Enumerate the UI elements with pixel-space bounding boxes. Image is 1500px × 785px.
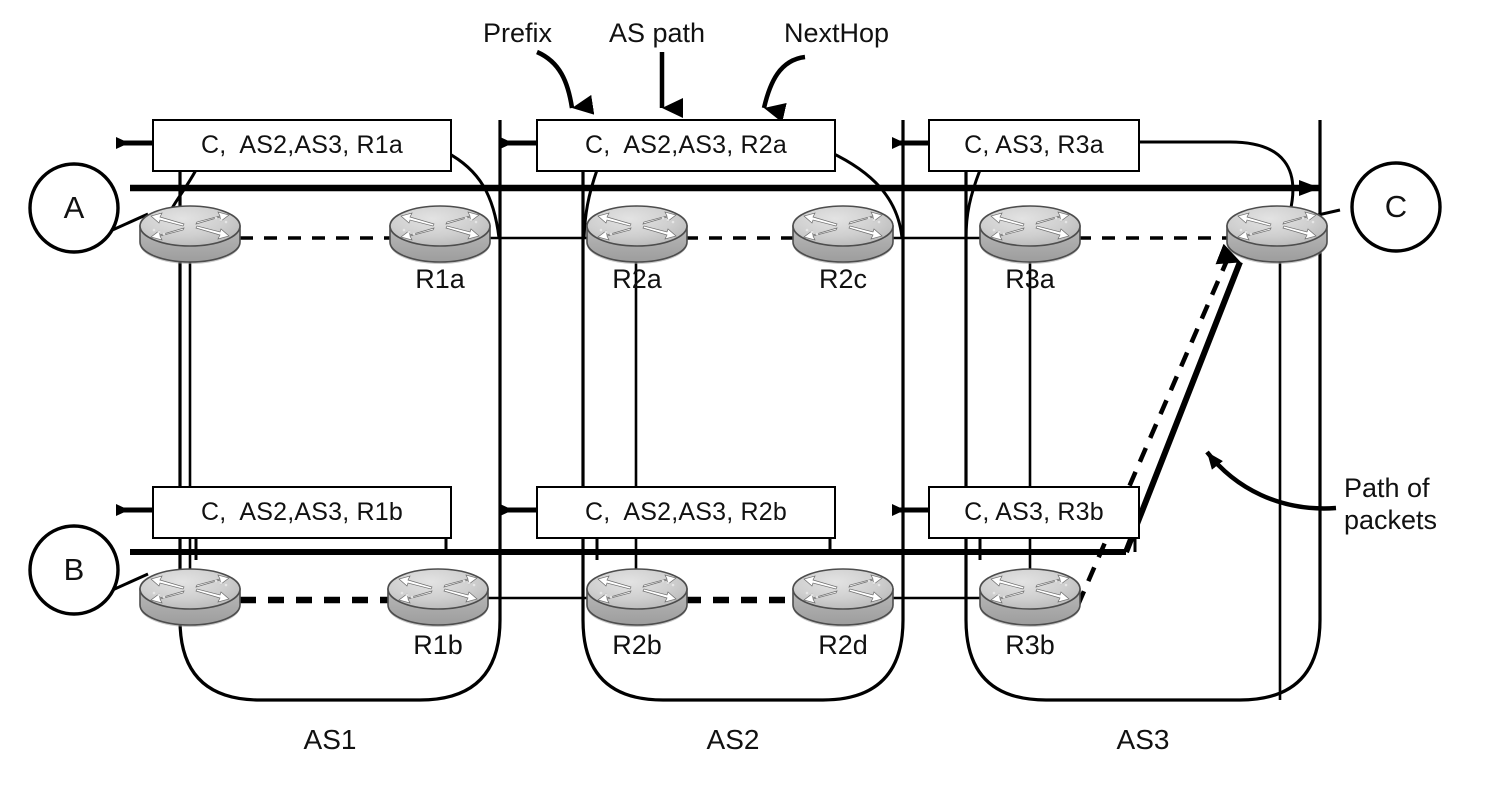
advert-box-r3b[interactable]: C, AS3, R3b [928, 486, 1140, 539]
as-boundary-as2 [581, 120, 905, 702]
annotation-path-of-packets: Path of packets [1344, 473, 1437, 537]
intra-as-links [188, 238, 1282, 700]
endpoint-circle-c [1350, 161, 1442, 253]
nexthop-pointer [761, 54, 806, 123]
path-of-packets-leader [1205, 450, 1337, 511]
router-label-r2a: R2a [612, 264, 662, 294]
field-label-nexthop: NextHop [784, 18, 890, 48]
packet-path-dashed [1075, 257, 1231, 606]
advert-box-r1b[interactable]: C, AS2,AS3, R1b [152, 486, 452, 539]
router-label-r3b: R3b [1005, 630, 1055, 660]
endpoint-b: B [30, 526, 118, 614]
endpoint-c: C [1352, 163, 1440, 251]
field-label-prefix: Prefix [483, 18, 553, 48]
router-label-r2d: R2d [818, 630, 868, 660]
endpoint-a: A [30, 164, 118, 252]
endpoint-c-label: C [1384, 189, 1408, 224]
router-label-r1a: R1a [415, 264, 465, 294]
endpoint-circle-a [28, 162, 120, 254]
endpoint-a-label: A [63, 190, 85, 225]
field-pointer-arrows [536, 49, 806, 123]
endpoint-circle-b [28, 524, 120, 616]
router-label-r3a: R3a [1005, 264, 1055, 294]
router-c-edge[interactable] [1226, 205, 1328, 265]
router-b-edge[interactable] [139, 568, 241, 628]
router-r3a[interactable] [979, 205, 1081, 265]
router-label-r2b: R2b [612, 630, 662, 660]
as-boundary-as3 [964, 120, 1322, 702]
as-label-as3: AS3 [1116, 724, 1170, 755]
router-r1a[interactable] [389, 205, 491, 265]
field-label-as-path: AS path [609, 18, 706, 48]
router-label-r1b: R1b [413, 630, 463, 660]
as-label-as1: AS1 [303, 724, 357, 755]
router-r2c[interactable] [792, 205, 894, 265]
router-r3b[interactable] [979, 568, 1081, 628]
annotation-line-2: packets [1344, 504, 1438, 535]
as-label-as2: AS2 [706, 724, 760, 755]
router-label-r2c: R2c [818, 264, 867, 294]
router-r2a[interactable] [586, 205, 688, 265]
router-a-edge[interactable] [139, 205, 241, 265]
endpoint-b-label: B [63, 552, 85, 587]
advert-out-arrows [116, 137, 928, 516]
as-boundary-as1 [178, 120, 502, 702]
advert-box-r2a[interactable]: C, AS2,AS3, R2a [536, 119, 836, 172]
router-r2b[interactable] [586, 568, 688, 628]
router-r1b[interactable] [387, 568, 489, 628]
advert-box-r1a[interactable]: C, AS2,AS3, R1a [152, 119, 452, 172]
packet-path-solid [1123, 243, 1243, 554]
advert-box-r2b[interactable]: C, AS2,AS3, R2b [536, 486, 836, 539]
prefix-pointer [536, 49, 595, 115]
advert-box-r3a[interactable]: C, AS3, R3a [928, 119, 1140, 172]
router-r2d[interactable] [792, 568, 894, 628]
annotation-line-1: Path of [1344, 473, 1430, 503]
